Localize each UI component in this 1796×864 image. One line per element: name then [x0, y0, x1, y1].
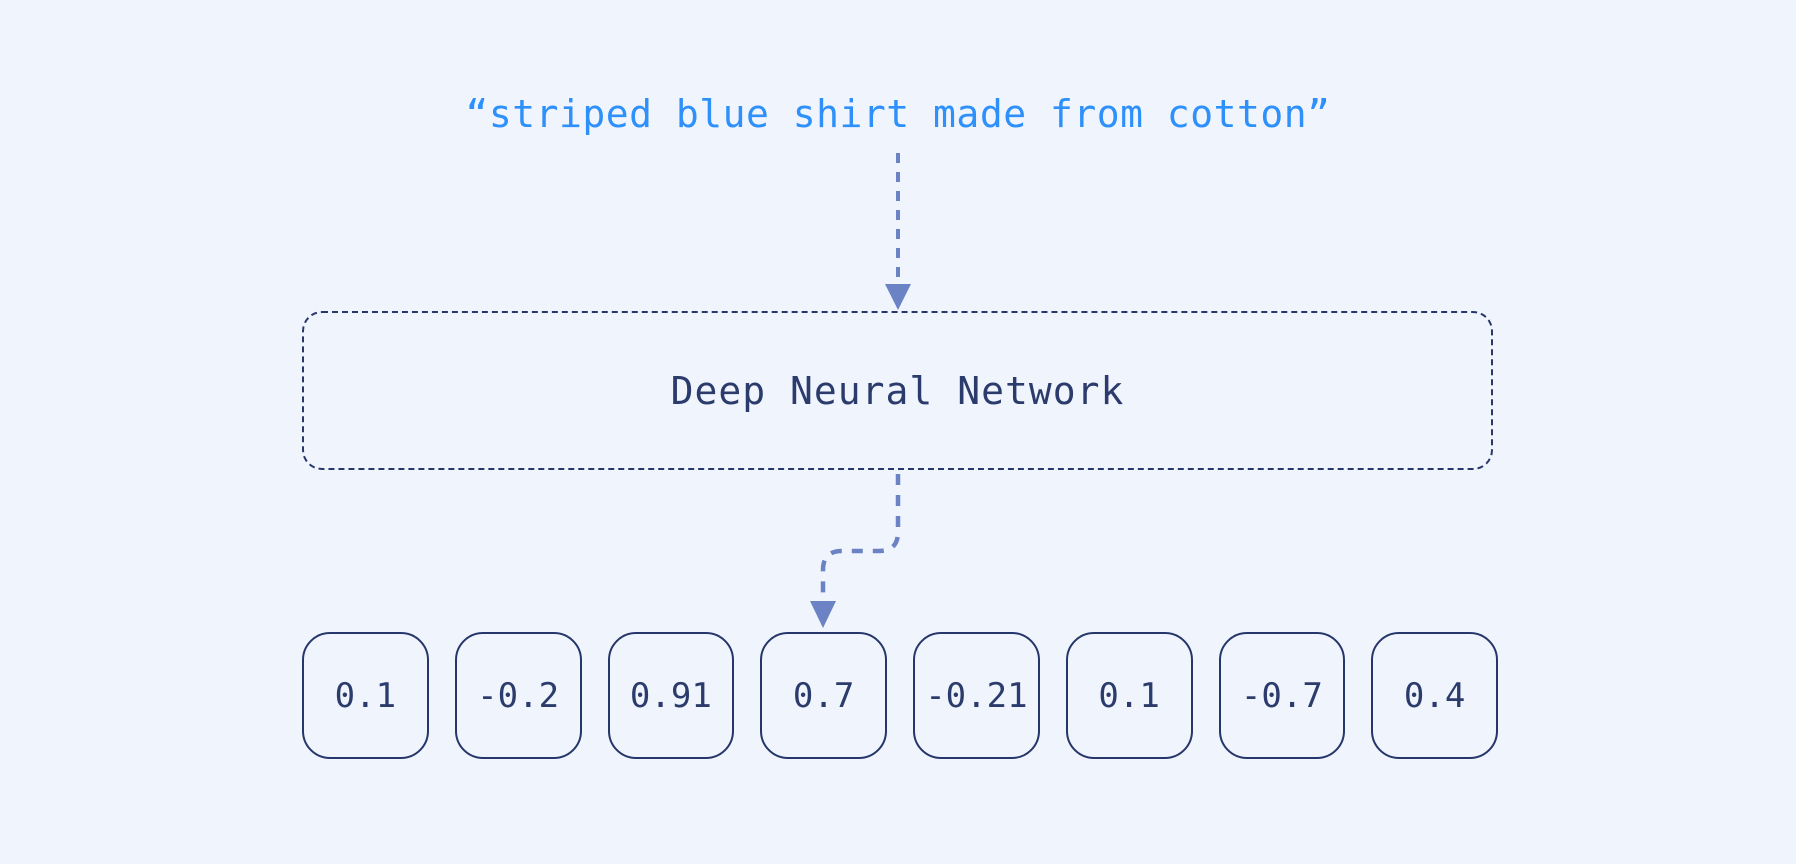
vector-value: 0.91	[629, 675, 712, 716]
vector-cell: 0.4	[1371, 632, 1498, 759]
vector-cell: 0.1	[302, 632, 429, 759]
embedding-vector: 0.1 -0.2 0.91 0.7 -0.21 0.1 -0.7 0.4	[302, 632, 1498, 759]
vector-value: 0.7	[792, 675, 855, 716]
model-box-label: Deep Neural Network	[670, 368, 1125, 413]
vector-value: -0.2	[477, 675, 560, 716]
vector-cell: 0.91	[607, 632, 735, 759]
arrow-elbow-down-icon	[810, 474, 901, 628]
model-box: Deep Neural Network	[302, 311, 1493, 470]
vector-cell: -0.7	[1218, 632, 1346, 759]
vector-value: 0.1	[334, 675, 397, 716]
vector-cell: 0.7	[760, 632, 887, 759]
vector-value: 0.1	[1098, 675, 1160, 716]
input-text-quote: “striped blue shirt made from cotton”	[465, 92, 1331, 136]
vector-cell: 0.1	[1065, 632, 1193, 759]
vector-value: 0.4	[1403, 675, 1466, 716]
arrow-down-icon	[885, 153, 911, 310]
vector-value: -0.7	[1240, 675, 1323, 716]
vector-cell: -0.21	[913, 632, 1040, 759]
vector-cell: -0.2	[454, 632, 582, 759]
vector-value: -0.21	[925, 675, 1028, 716]
